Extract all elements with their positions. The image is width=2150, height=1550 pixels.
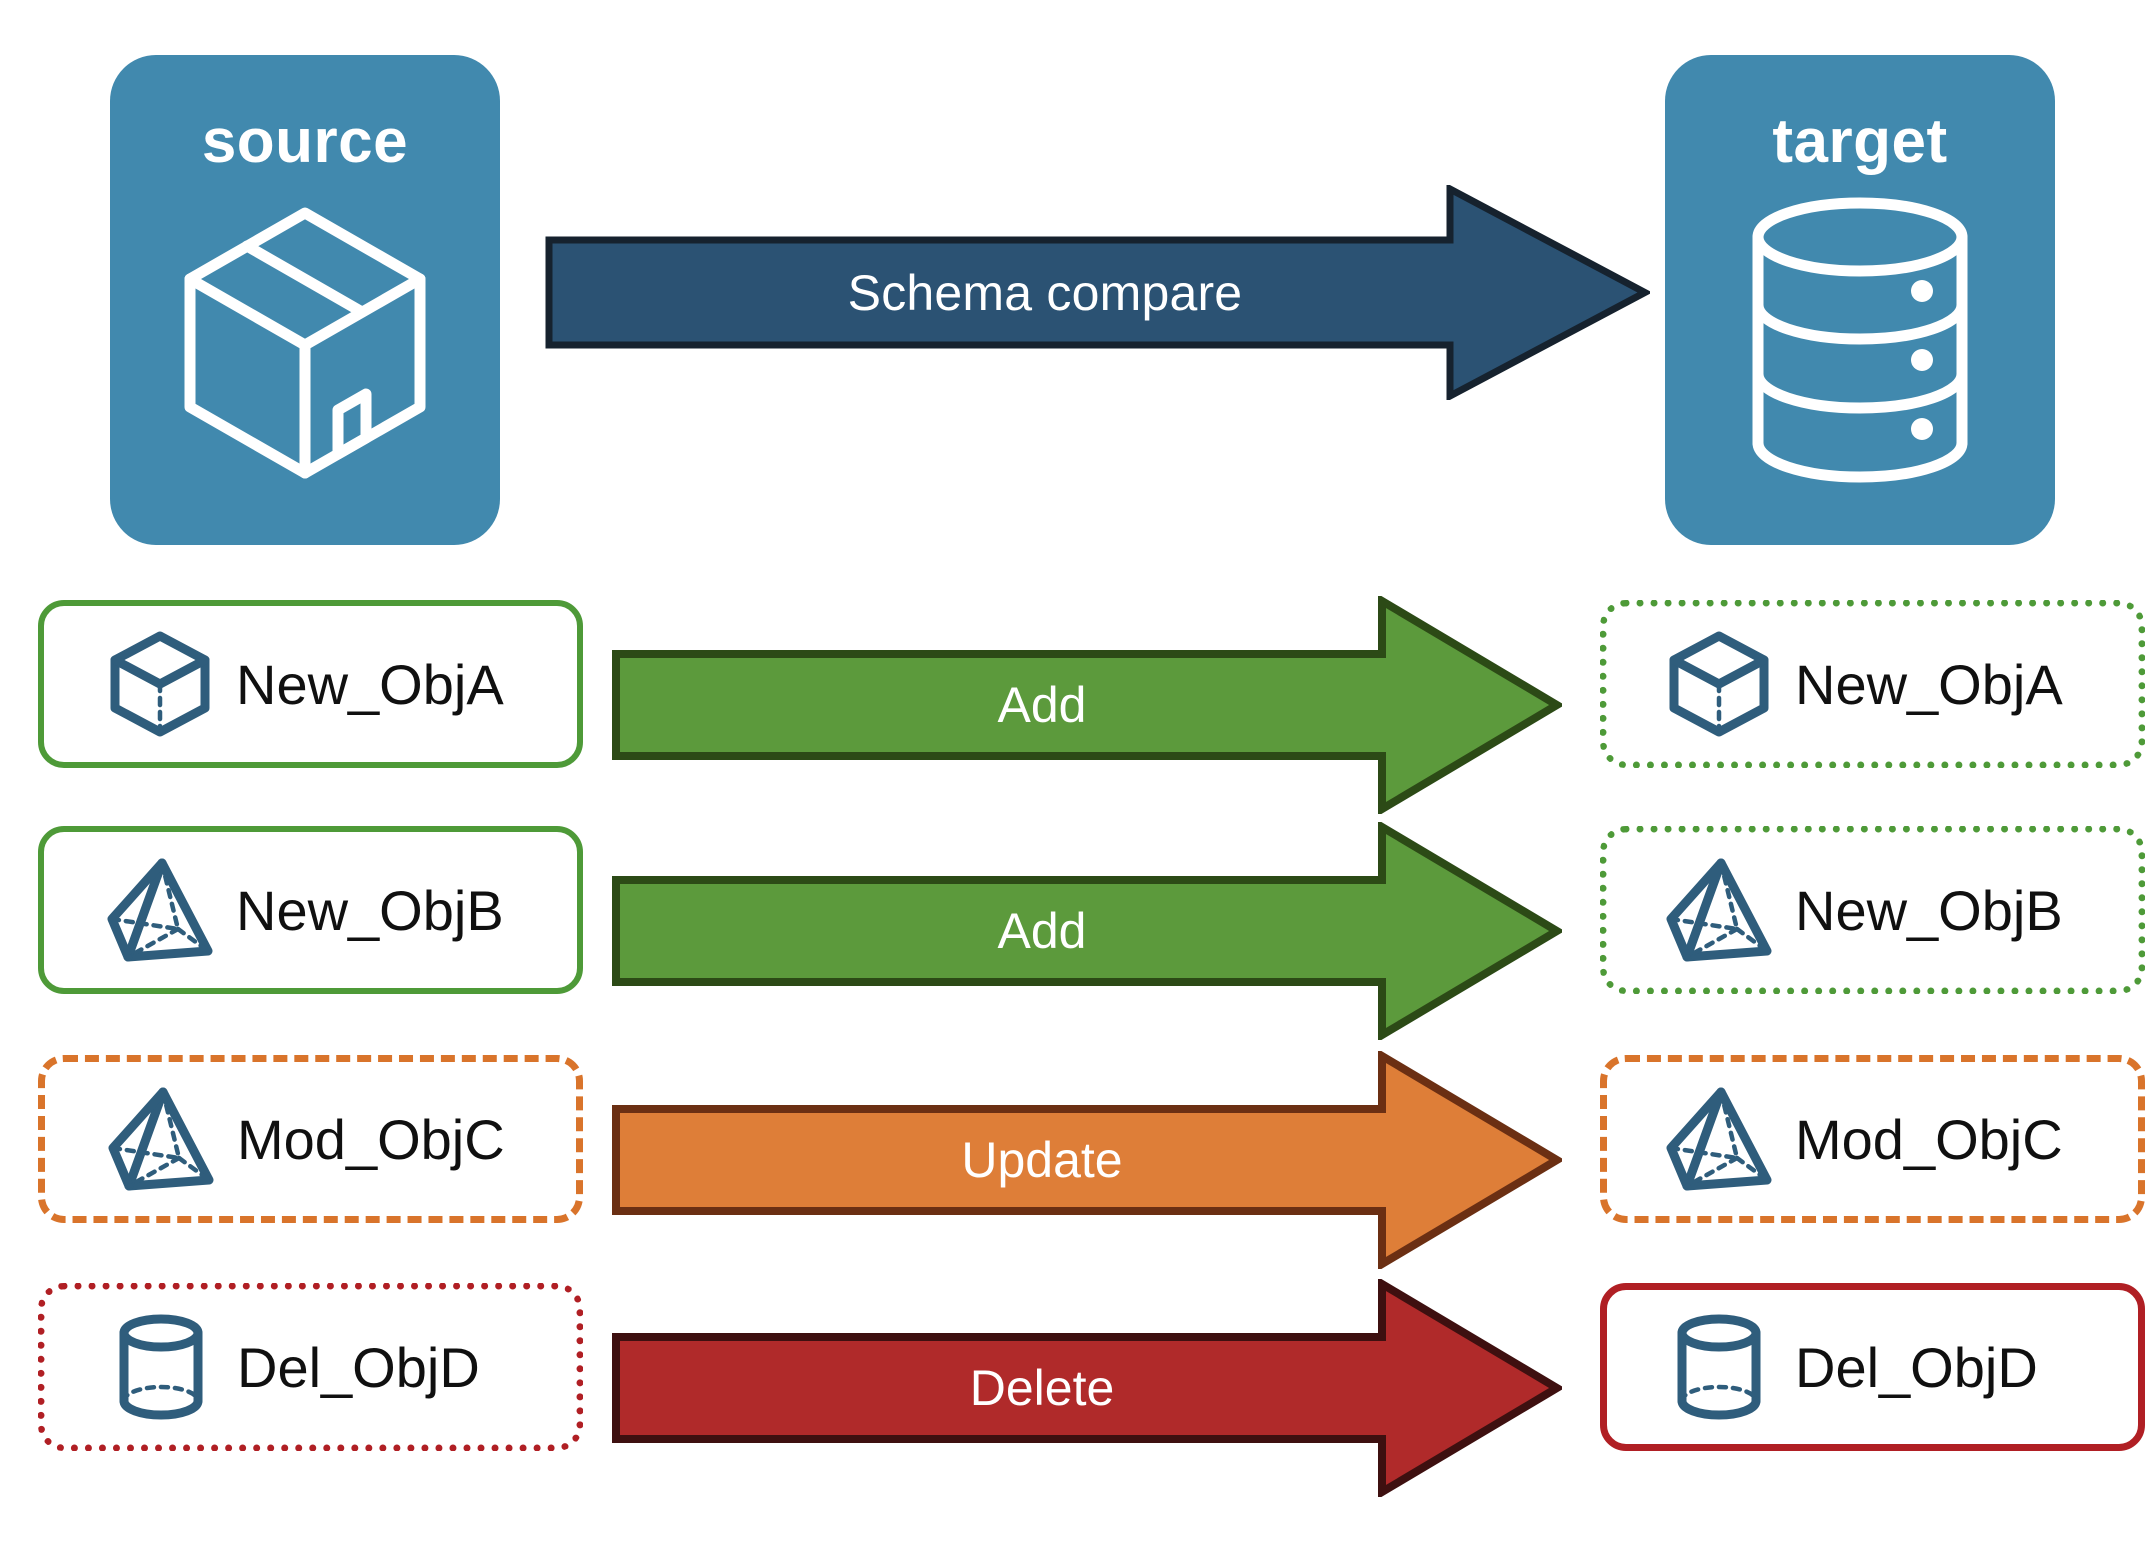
action-label: Add bbox=[997, 677, 1087, 733]
source-object-card[interactable]: New_ObjA bbox=[38, 600, 583, 768]
target-endpoint-panel: target bbox=[1665, 55, 2055, 545]
source-object-card[interactable]: New_ObjB bbox=[38, 826, 583, 994]
wireframe-pyramid-icon bbox=[107, 1085, 215, 1193]
target-object-card[interactable]: Del_ObjD bbox=[1600, 1283, 2145, 1451]
package-box-icon bbox=[170, 195, 440, 490]
source-object-card[interactable]: Del_ObjD bbox=[38, 1283, 583, 1451]
object-name: Del_ObjD bbox=[1795, 1335, 2038, 1399]
object-name: New_ObjA bbox=[236, 652, 504, 716]
schema-compare-arrow: Schema compare bbox=[545, 183, 1653, 402]
object-name: Del_ObjD bbox=[237, 1335, 480, 1399]
diff-row: New_ObjA Add bbox=[0, 593, 2150, 817]
target-object-card[interactable]: Mod_ObjC bbox=[1600, 1055, 2145, 1223]
update-action-arrow: Update bbox=[612, 1048, 1565, 1272]
object-name: Mod_ObjC bbox=[1795, 1107, 2063, 1171]
schema-compare-label: Schema compare bbox=[847, 264, 1243, 321]
wireframe-cylinder-icon bbox=[1665, 1313, 1773, 1421]
target-object-card[interactable]: New_ObjA bbox=[1600, 600, 2145, 768]
action-label: Update bbox=[961, 1132, 1123, 1188]
database-cylinder-icon bbox=[1740, 195, 1980, 490]
action-label: Delete bbox=[969, 1360, 1115, 1416]
diff-row: Del_ObjD Delete Del_ObjD bbox=[0, 1276, 2150, 1500]
source-endpoint-panel: source bbox=[110, 55, 500, 545]
object-name: New_ObjB bbox=[236, 878, 504, 942]
source-object-card[interactable]: Mod_ObjC bbox=[38, 1055, 583, 1223]
target-object-card[interactable]: New_ObjB bbox=[1600, 826, 2145, 994]
add-action-arrow: Add bbox=[612, 819, 1565, 1043]
diff-row: New_ObjB Add bbox=[0, 819, 2150, 1043]
delete-action-arrow: Delete bbox=[612, 1276, 1565, 1500]
source-label: source bbox=[201, 107, 409, 176]
action-label: Add bbox=[997, 903, 1087, 959]
object-name: New_ObjB bbox=[1795, 878, 2063, 942]
target-label: target bbox=[1772, 107, 1948, 176]
object-name: Mod_ObjC bbox=[237, 1107, 505, 1171]
wireframe-pyramid-icon bbox=[106, 856, 214, 964]
object-name: New_ObjA bbox=[1795, 652, 2063, 716]
wireframe-pyramid-icon bbox=[1665, 1085, 1773, 1193]
wireframe-cylinder-icon bbox=[107, 1313, 215, 1421]
wireframe-pyramid-icon bbox=[1665, 856, 1773, 964]
add-action-arrow: Add bbox=[612, 593, 1565, 817]
wireframe-cube-icon bbox=[106, 630, 214, 738]
diff-row: Mod_ObjC Update bbox=[0, 1048, 2150, 1272]
wireframe-cube-icon bbox=[1665, 630, 1773, 738]
